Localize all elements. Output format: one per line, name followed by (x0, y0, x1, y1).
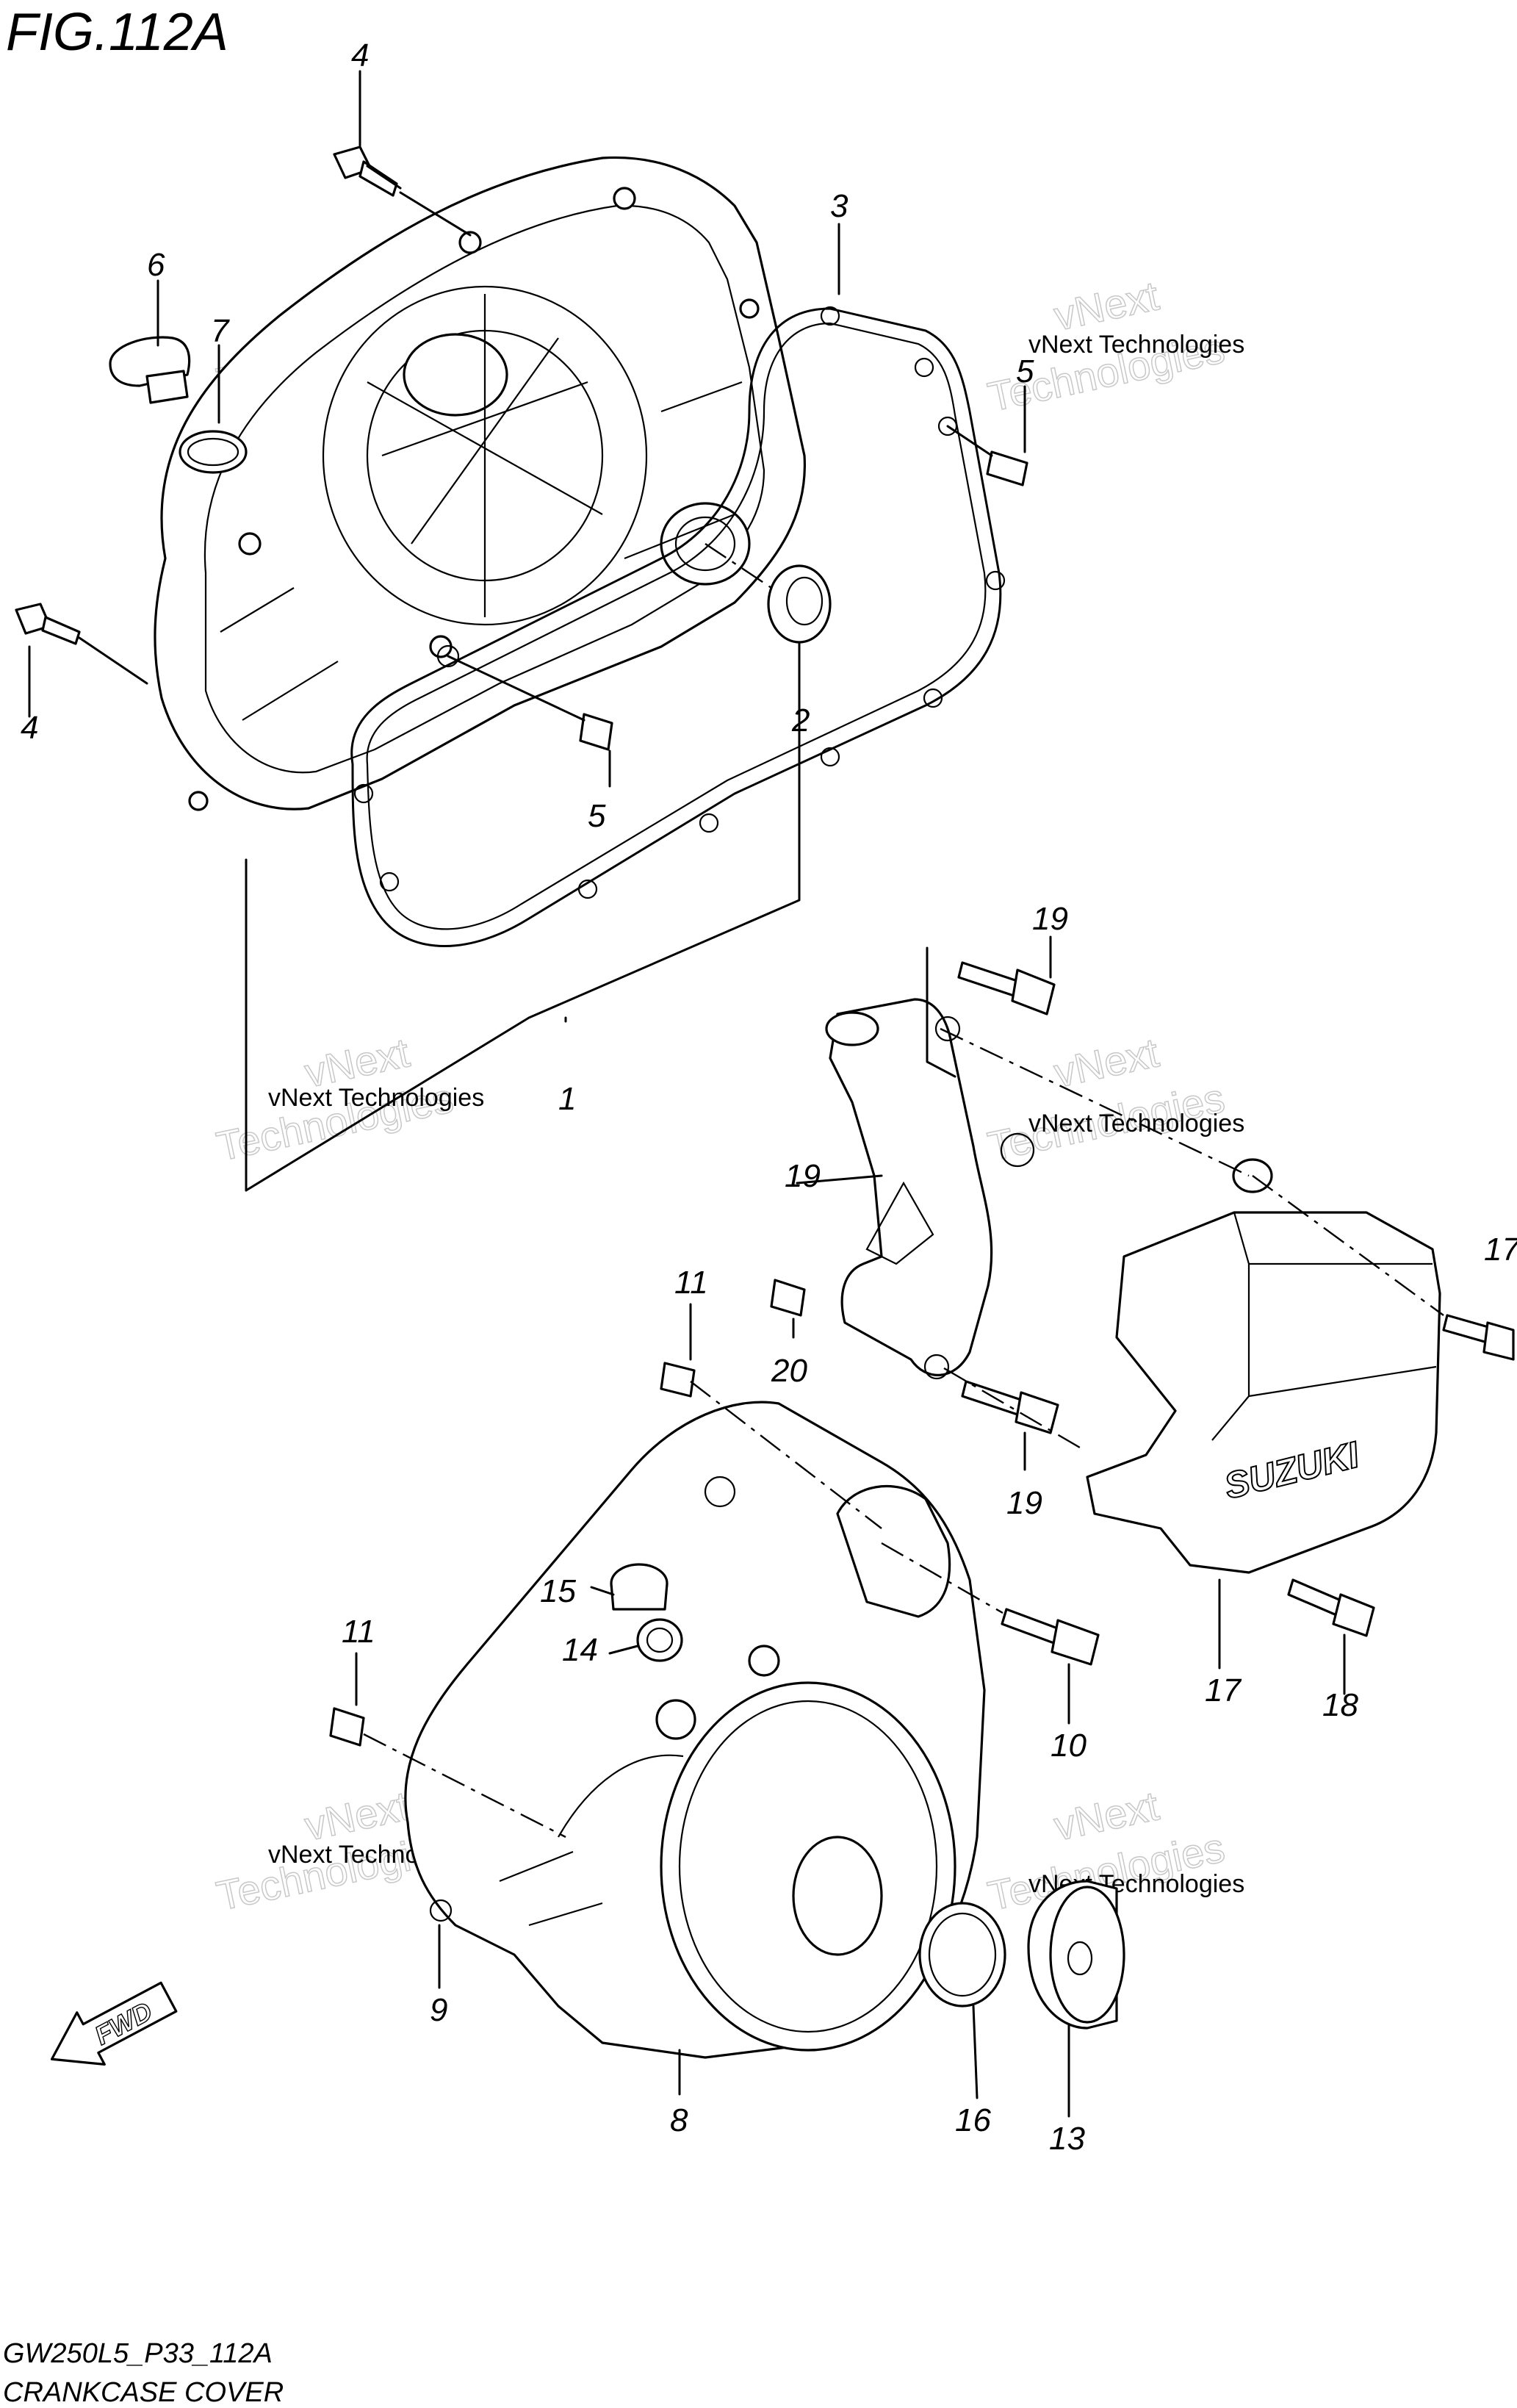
callout-7: 7 (211, 313, 230, 349)
callout-5-middle: 5 (588, 798, 606, 834)
callout-2: 2 (791, 702, 810, 738)
callout-11-upper: 11 (674, 1265, 708, 1301)
callout-19-lower: 19 (1006, 1485, 1042, 1521)
callout-9: 9 (430, 1992, 447, 2028)
watermark-large-1: vNext (1050, 272, 1163, 339)
bolt-17-lower (1287, 1578, 1375, 1637)
callout-6: 6 (147, 247, 165, 283)
footer-code: GW250L5_P33_112A (3, 2338, 273, 2369)
figure-title: FIG.112A (6, 3, 228, 62)
oil-filler-cap (109, 336, 248, 474)
bolt-19-lower (943, 1367, 1081, 1449)
callout-labels: 4 3 6 7 5 4 2 5 1 19 19 17 11 20 19 15 1… (21, 37, 1517, 2157)
bolt-top (333, 145, 472, 237)
o-ring-15 (918, 1902, 1006, 2008)
callout-15: 16 (955, 2102, 991, 2138)
dowel-pin-right (946, 425, 1028, 486)
callout-3: 3 (830, 188, 848, 224)
callout-17-right: 17 (1484, 1232, 1517, 1268)
dowel-pin-11-upper (660, 1362, 696, 1398)
watermark-text: vNext Technologies (268, 1084, 484, 1112)
bolt-10 (881, 1542, 1100, 1666)
callout-12: 14 (562, 1632, 598, 1668)
bracket (825, 998, 1035, 1380)
callout-4-top: 4 (351, 37, 369, 73)
fwd-arrow: FWD (50, 1981, 178, 2066)
dowel-pin-11-lower (329, 1707, 566, 1839)
dowel-pin-20 (770, 1279, 806, 1317)
callout-10: 10 (1051, 1728, 1087, 1764)
callout-8: 8 (670, 2102, 688, 2138)
bolt-17-right (1252, 1175, 1515, 1361)
gasket-12 (636, 1618, 683, 1662)
gasket (350, 306, 1006, 947)
bolt-19-upper (957, 961, 1056, 1016)
callout-1: 1 (558, 1081, 576, 1117)
callout-14: 13 (1049, 2121, 1085, 2157)
callout-17-lower: 18 (1322, 1687, 1358, 1723)
cap-14 (1027, 1880, 1125, 2030)
callout-18: 19 (785, 1158, 821, 1194)
callout-5-right: 5 (1016, 353, 1034, 389)
callout-13: 15 (540, 1573, 576, 1609)
sprocket-cover: SUZUKI (1086, 1158, 1441, 1574)
watermark-mid-right: vNext Technologies vNext Technologies (984, 1029, 1245, 1171)
plug-13 (610, 1563, 669, 1611)
watermark-text: vNext Technologies (1028, 331, 1244, 359)
watermark-large-1: vNext (1050, 1029, 1163, 1096)
dash-line-11-upper (690, 1381, 882, 1529)
callout-16: 17 (1205, 1672, 1242, 1708)
callout-20: 20 (771, 1353, 807, 1389)
callout-4-left: 4 (21, 710, 38, 746)
leader-lines (28, 70, 1346, 2118)
watermark-mid-left: vNext Technologies vNext Technologies (212, 1029, 485, 1171)
dash-line-bracket (940, 1027, 1250, 1177)
callout-11-lower: 11 (342, 1614, 375, 1650)
watermark-text: vNext Technologies (1028, 1110, 1244, 1137)
callout-19-upper: 19 (1032, 901, 1068, 937)
watermark-top-right: vNext Technologies vNext Technologies (984, 272, 1245, 421)
clutch-cover (154, 156, 807, 811)
magneto-cover (404, 1401, 986, 2059)
dowel-pin-middle (447, 655, 613, 751)
bolt-left (15, 603, 148, 685)
footer-caption: CRANKCASE COVER (3, 2377, 284, 2408)
bracket-frame-line (926, 946, 956, 1078)
